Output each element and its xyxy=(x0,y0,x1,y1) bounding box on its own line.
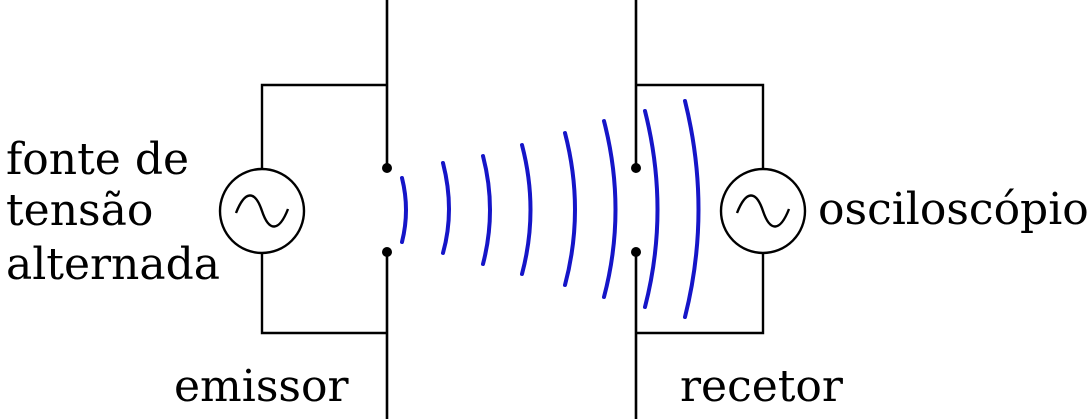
wave-front-1 xyxy=(400,176,408,244)
wave-front-6 xyxy=(602,119,618,299)
emitter-terminal-top xyxy=(382,163,392,173)
receiver-label: recetor xyxy=(680,361,844,412)
source-label-line-3: alternada xyxy=(6,239,220,290)
emitter-terminal-bottom xyxy=(382,247,392,257)
emitter-circuit xyxy=(218,0,392,419)
oscilloscope-icon xyxy=(719,167,807,255)
wave-front-5 xyxy=(563,131,577,287)
receiver-wire-top xyxy=(636,83,765,169)
wave-fronts xyxy=(400,99,701,319)
emitter-wire-bottom xyxy=(260,253,387,335)
receiver-terminal-bottom xyxy=(631,247,641,257)
wave-front-2 xyxy=(441,161,451,255)
oscilloscope-label: osciloscópio xyxy=(818,184,1089,235)
receiver-wire-bottom xyxy=(636,253,765,335)
wave-front-3 xyxy=(481,154,492,266)
source-label-line-1: fonte de xyxy=(6,134,189,185)
wave-front-7 xyxy=(643,109,660,309)
wave-front-4 xyxy=(520,143,533,276)
receiver-terminal-top xyxy=(631,163,641,173)
ac-source-icon xyxy=(218,167,306,255)
emitter-label: emissor xyxy=(174,361,349,412)
source-label-line-2: tensão xyxy=(6,185,153,236)
emitter-wire-top xyxy=(260,83,387,169)
receiver-circuit xyxy=(631,0,807,419)
wave-front-8 xyxy=(683,99,701,319)
